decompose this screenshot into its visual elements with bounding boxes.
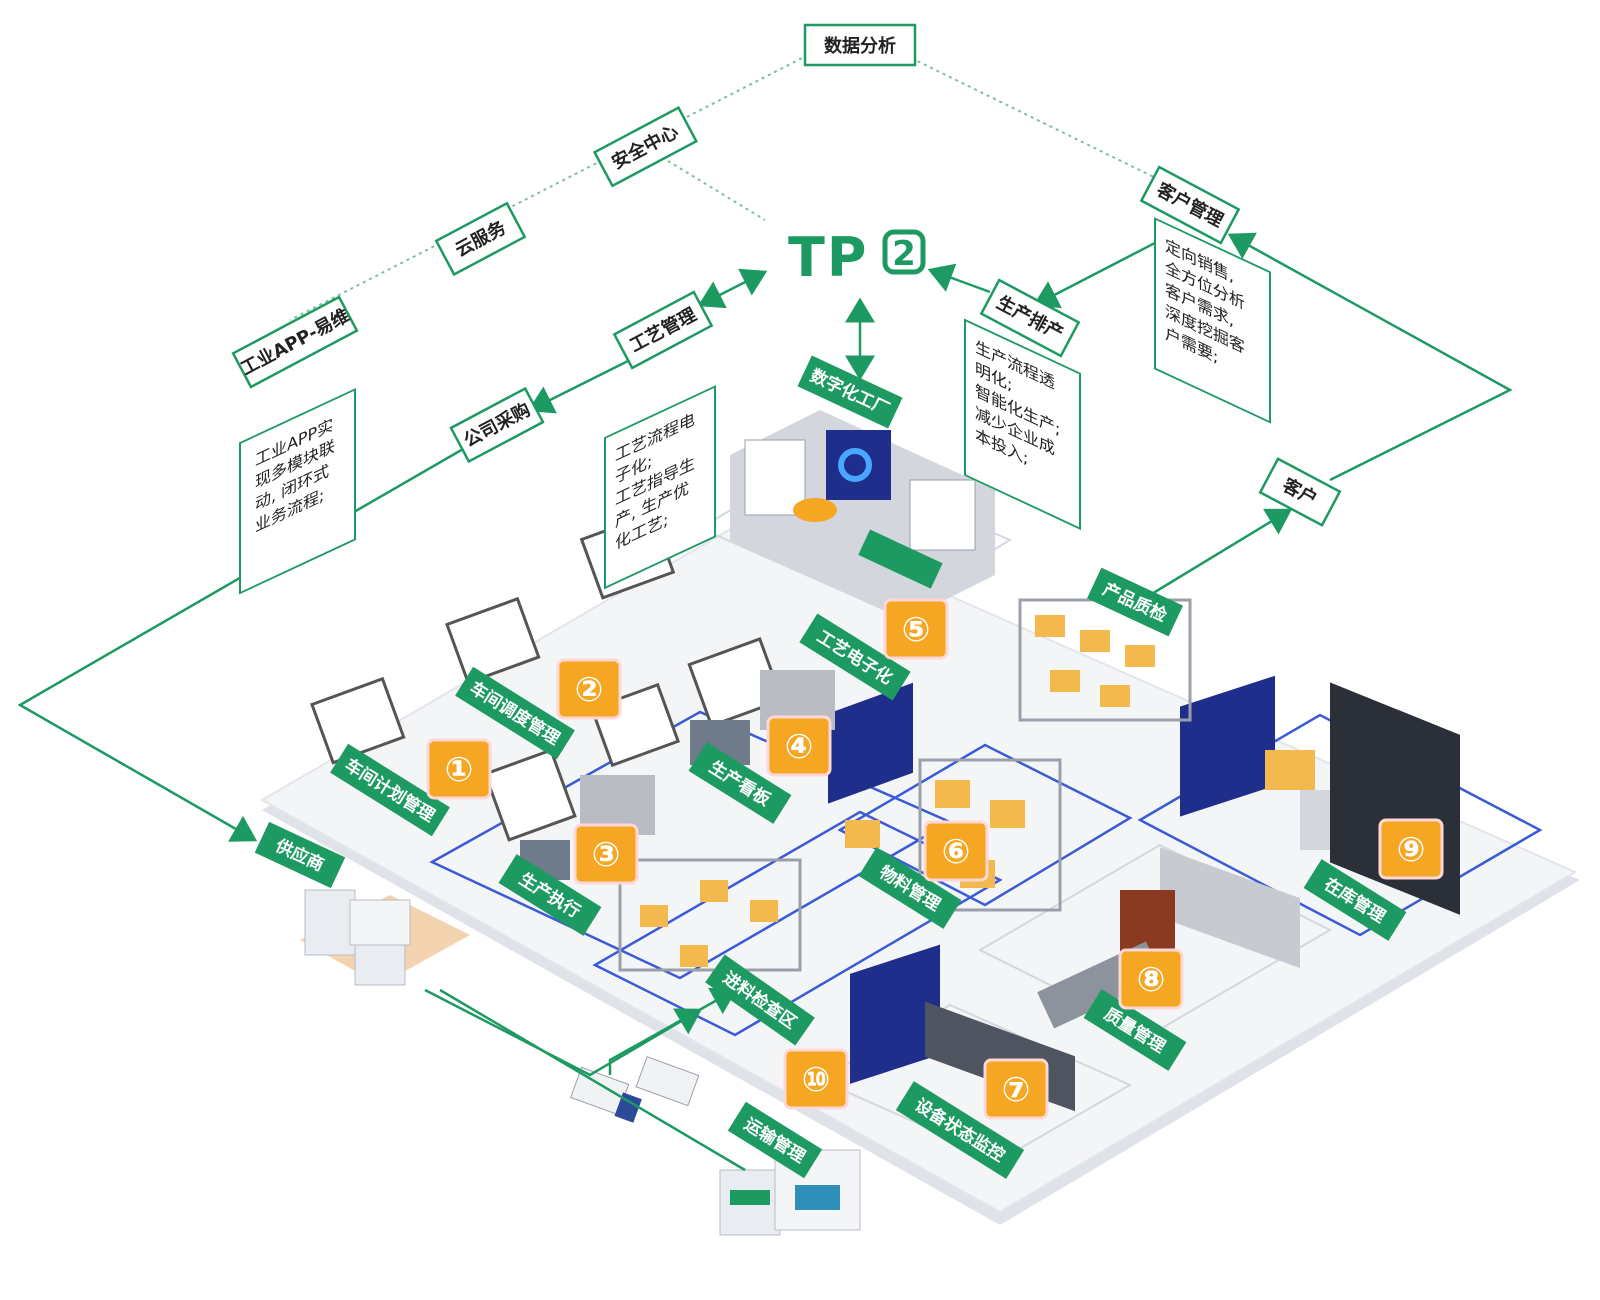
monitor <box>483 748 577 842</box>
zone-badge-number: ③ <box>592 835 621 875</box>
zone-badge-number: ① <box>445 750 474 790</box>
zone-badge <box>1118 948 1184 1010</box>
desc-customer-mgmt: 定向销售, 全方位分析 客户需求, 深度挖掘客 户需要; <box>1154 217 1271 424</box>
logo-text: TP <box>788 226 868 289</box>
desc-industrial-app: 工业APP实 现多模块联 动, 闭环式 业务流程; <box>239 387 356 595</box>
monitor <box>310 676 406 765</box>
dashboard-screen <box>909 479 976 551</box>
supplier-building <box>300 889 470 986</box>
zone-badge <box>556 658 622 720</box>
monitor <box>445 596 541 685</box>
zone-badge-number: ⑧ <box>1137 960 1166 1000</box>
node-label: 数据分析 <box>824 35 896 57</box>
node-company-purchase: 公司采购 <box>449 386 545 464</box>
node-cloud-service: 云服务 <box>434 201 527 277</box>
zone-badge-number: ⑦ <box>1002 1070 1031 1110</box>
display-board <box>850 944 940 1084</box>
display-board <box>828 682 913 804</box>
zone-badge <box>426 738 492 800</box>
zone-badge-number: ⑥ <box>942 832 971 872</box>
zone-badge <box>573 823 639 885</box>
dotted-link <box>904 54 1171 186</box>
node-process-mgmt: 工艺管理 <box>612 290 714 370</box>
zone-badge-number: ④ <box>785 727 814 767</box>
display-board <box>1180 675 1275 817</box>
zone-badge <box>783 1048 849 1110</box>
storage-shelf <box>918 758 1062 912</box>
zone-badge <box>1378 818 1444 880</box>
zone-badge-number: ⑩ <box>802 1060 831 1100</box>
node-industrial-app: 工业APP-易维 <box>231 295 359 389</box>
zone-badge <box>923 820 989 882</box>
node-data-analysis: 数据分析 <box>803 23 917 67</box>
zone-badge-number: ② <box>575 670 604 710</box>
logo-badge-number: 2 <box>892 234 916 274</box>
label-product-qc: 产品质检 <box>1087 567 1183 637</box>
dashboard-screen <box>744 439 806 516</box>
node-security-center: 安全中心 <box>592 105 698 188</box>
dashboard-screen <box>826 430 891 500</box>
zone-badge-number: ⑤ <box>902 610 931 650</box>
delivery-trucks <box>570 1056 700 1123</box>
tp2-logo: TP 2 <box>788 226 926 289</box>
machine-row <box>1160 847 1300 969</box>
logo-badge <box>882 229 926 275</box>
monitor <box>687 637 784 728</box>
zone-8: 质量管理 ⑧ <box>1083 948 1187 1071</box>
zone-badge <box>983 1058 1049 1120</box>
desc-production-schedule: 生产流程透 明化; 智能化生产; 减少企业成 本投入; <box>964 318 1081 531</box>
dotted-link <box>649 149 766 221</box>
storage-shelf <box>618 858 802 972</box>
desc-process-mgmt: 工艺流程电 子化; 工艺指导生 产, 生产优 化工艺; <box>604 385 716 590</box>
node-customer: 客户 <box>1258 457 1342 527</box>
dotted-link <box>289 54 809 321</box>
zone-badge <box>766 715 832 777</box>
zone-badge-number: ⑨ <box>1397 830 1426 870</box>
zone-badge <box>883 598 949 660</box>
